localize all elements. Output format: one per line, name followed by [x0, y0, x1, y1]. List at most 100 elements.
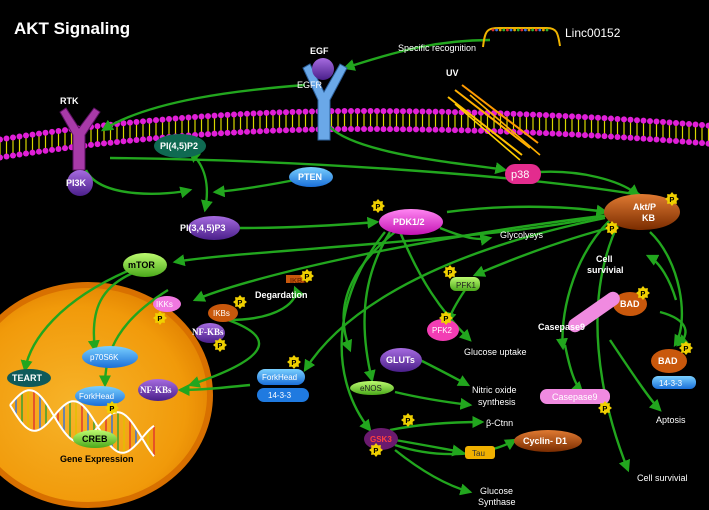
membrane-head	[348, 108, 354, 115]
ikbs-small-label: IKBs	[290, 278, 306, 285]
akt-label-line1: Akt/P	[633, 202, 656, 212]
tau-node	[465, 446, 495, 459]
membrane-head	[133, 118, 140, 125]
membrane-head	[569, 131, 575, 138]
phospho-badge: P	[443, 265, 457, 279]
membrane-head	[0, 154, 3, 161]
forkhead-nucleus-node	[75, 386, 125, 406]
membrane-head	[367, 126, 374, 133]
nfkbs-node	[195, 323, 225, 343]
membrane-head	[588, 132, 595, 139]
membrane-head	[556, 112, 562, 119]
membrane-head	[647, 136, 653, 143]
membrane-head	[335, 108, 341, 115]
rna-base	[524, 28, 527, 32]
ikbs-fragment	[286, 275, 304, 283]
p1433-right-label: 14-3-3	[659, 379, 683, 388]
arrow-linc-to-egf	[342, 38, 491, 71]
membrane-head	[686, 138, 692, 145]
membrane-head	[419, 126, 426, 133]
membrane-head	[614, 115, 621, 122]
membrane-head	[582, 114, 588, 121]
membrane-head	[10, 152, 16, 159]
svg-text:P: P	[602, 404, 607, 413]
rna-base	[495, 28, 498, 32]
arrow-akt-to-forkhead	[303, 216, 606, 373]
membrane-head	[302, 108, 309, 115]
svg-text:P: P	[443, 314, 448, 323]
membrane-head	[36, 130, 42, 137]
membrane-head	[237, 129, 244, 136]
arrow-akt-to-ikks	[192, 213, 611, 302]
membrane-head	[452, 127, 458, 134]
membrane-head	[439, 108, 445, 115]
membrane-head	[49, 146, 55, 153]
pfk2-node	[427, 319, 459, 341]
membrane-head	[679, 138, 686, 145]
membrane-head	[439, 126, 445, 133]
forkhead-label: ForkHead	[262, 373, 297, 382]
rna-base	[538, 28, 542, 32]
membrane-head	[283, 109, 289, 116]
phospho-badge: P	[233, 295, 247, 309]
svg-text:P: P	[373, 446, 378, 455]
membrane-head	[361, 126, 367, 133]
svg-text:P: P	[683, 344, 688, 353]
svg-text:P: P	[217, 341, 222, 350]
membrane-head	[309, 108, 315, 115]
casepase9-1-label: Casepase9	[538, 322, 585, 332]
membrane-head	[218, 112, 224, 119]
nitric-label-line2: synthesis	[478, 397, 516, 407]
phospho-badge: P	[636, 286, 650, 300]
membrane-head	[543, 112, 549, 119]
membrane-head	[686, 120, 692, 127]
phospho-badge: P	[679, 341, 693, 355]
membrane-head	[458, 127, 465, 134]
membrane-head	[608, 133, 614, 140]
membrane-head	[49, 128, 55, 135]
membrane-head	[653, 136, 660, 143]
membrane-head	[185, 114, 192, 121]
arrow-ikbs-to-nfkbs	[187, 318, 261, 388]
membrane-head	[705, 122, 709, 129]
membrane-head	[666, 119, 673, 126]
membrane-head	[380, 126, 387, 133]
membrane-head	[374, 126, 380, 133]
membrane-head	[536, 111, 543, 118]
ikbs-label: IKBs	[213, 309, 230, 318]
phospho-badge: P	[598, 401, 612, 415]
arrow-pip2-to-akt	[109, 156, 643, 200]
membrane-head	[653, 118, 660, 125]
membrane-head	[101, 140, 107, 147]
casepase9-1-node	[568, 291, 620, 333]
membrane-head	[198, 131, 205, 138]
arrow-pi3k-to-pip3	[84, 169, 193, 199]
arrow-to-glycolysys	[439, 226, 493, 246]
pdk-label: PDK1/2	[393, 217, 425, 227]
rna-base	[491, 28, 495, 32]
membrane-head	[374, 108, 380, 115]
ikbs-node	[208, 304, 238, 322]
membrane-head	[283, 127, 289, 134]
pi3k-node	[67, 170, 93, 196]
arrow-pip3-to-pdk	[239, 216, 380, 230]
membrane-head	[504, 110, 510, 117]
bad1-label: BAD	[620, 299, 640, 309]
membrane-head	[23, 132, 29, 139]
membrane-head	[471, 109, 478, 116]
membrane-head	[120, 120, 127, 127]
arrow-pdk-to-glucose-uptake	[398, 231, 472, 342]
pdk-node	[379, 209, 443, 235]
pip2-label: PI(4,5)P2	[160, 141, 198, 151]
membrane-head	[692, 139, 699, 146]
membrane-head	[426, 126, 432, 133]
p1433-mid-node	[257, 388, 309, 402]
arrow-gsk3-to-bctnn	[389, 416, 485, 432]
phospho-badge: P	[213, 338, 227, 352]
membrane-head	[153, 117, 159, 124]
rtk-label: RTK	[60, 96, 79, 106]
membrane-head	[601, 115, 608, 122]
membrane-head	[692, 121, 699, 128]
membrane-head	[562, 131, 569, 138]
